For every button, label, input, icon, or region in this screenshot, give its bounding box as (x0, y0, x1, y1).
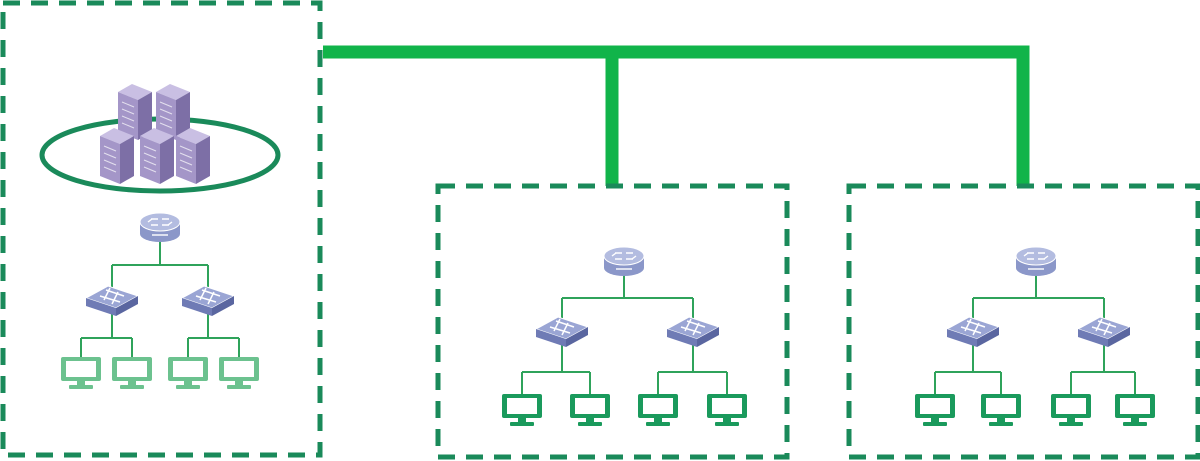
site-boundary (435, 183, 790, 460)
computer-icon (168, 357, 208, 389)
server-icon (156, 84, 190, 140)
computer-icon (219, 357, 259, 389)
switch-icon (945, 316, 1001, 347)
site-boundary (0, 0, 323, 458)
computer-icon (1051, 394, 1091, 426)
switch-icon (665, 316, 721, 347)
router-icon (1015, 246, 1057, 276)
computer-icon (707, 394, 747, 426)
computer-icon (61, 357, 101, 389)
switch-icon (1076, 316, 1132, 347)
computer-icon (570, 394, 610, 426)
switch-icon (84, 285, 140, 316)
computer-icon (1115, 394, 1155, 426)
tree-links (934, 270, 1136, 394)
site-2-branch (435, 183, 790, 460)
server-icon (100, 128, 134, 184)
site-3-branch (846, 183, 1200, 460)
computer-icon (638, 394, 678, 426)
tree-links (80, 236, 240, 357)
server-icon (140, 128, 174, 184)
switch-icon (534, 316, 590, 347)
computer-icon (112, 357, 152, 389)
backbone-link (323, 45, 1030, 186)
server-cluster-icon (100, 84, 210, 184)
router-icon (139, 212, 181, 242)
site-1-data-center (0, 0, 323, 458)
computer-icon (915, 394, 955, 426)
backbone-trunk (323, 45, 1030, 186)
server-icon (176, 128, 210, 184)
switch-icon (180, 285, 236, 316)
router-icon (603, 246, 645, 276)
computer-icon (502, 394, 542, 426)
computer-icon (981, 394, 1021, 426)
server-icon (118, 84, 152, 140)
site-boundary (846, 183, 1200, 460)
